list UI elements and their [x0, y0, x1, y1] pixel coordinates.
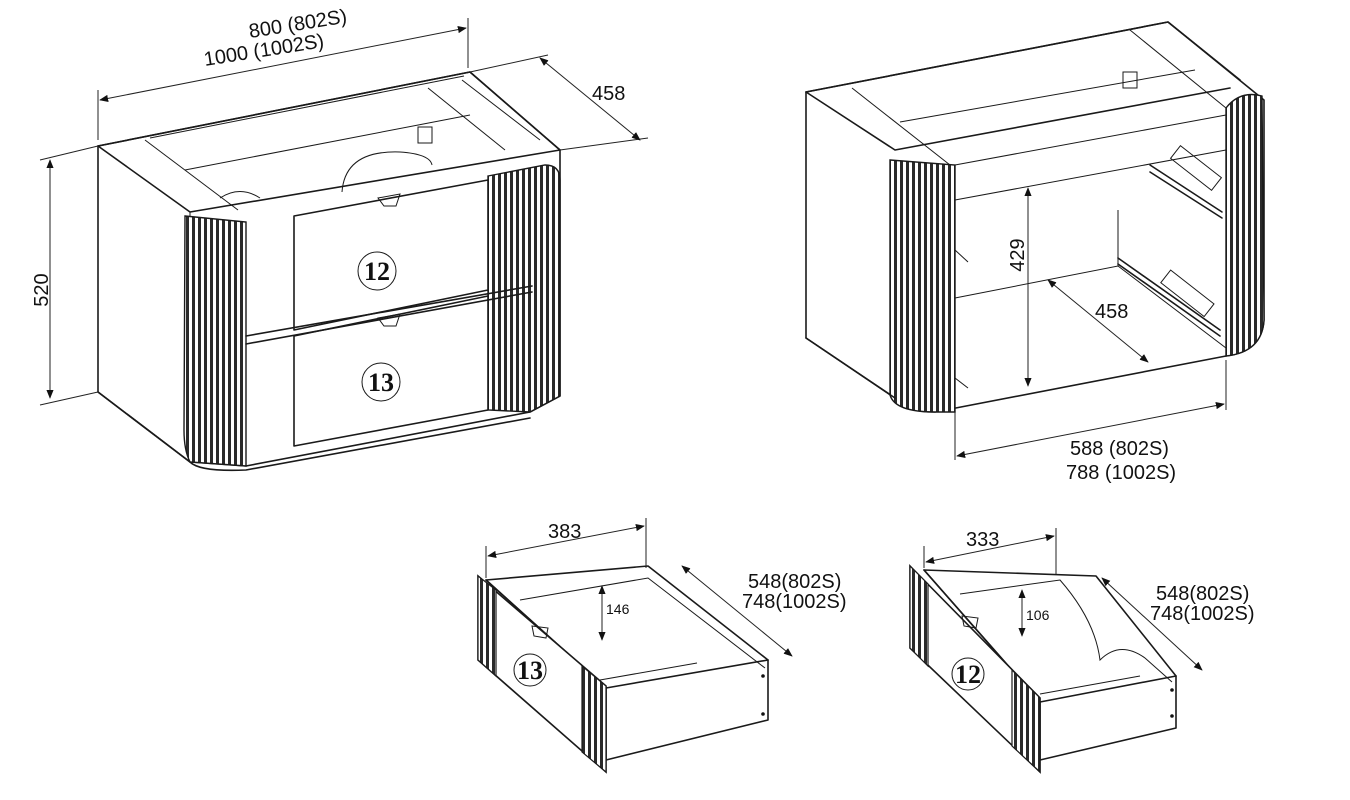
- inner-width-label-1002s: 788 (1002S): [1066, 462, 1176, 484]
- cabinet-front-view: 12 13: [97, 71, 561, 472]
- interior-depth-dimension: 458: [1047, 279, 1149, 363]
- part-number-top-drawer: 12: [364, 257, 390, 286]
- drawer-12-detail: 12: [909, 564, 1177, 774]
- height-label: 520: [31, 273, 53, 306]
- depth-label: 458: [592, 83, 625, 105]
- drawer-13-length-1002s: 748(1002S): [742, 591, 847, 613]
- drawer-13-width-label: 383: [548, 521, 581, 543]
- drawer-13-detail: 13: [477, 565, 769, 774]
- drawer-13-height-label: 146: [606, 601, 630, 617]
- part-number-bottom-drawer: 13: [368, 368, 394, 397]
- cabinet-depth-dimension: 458: [469, 54, 649, 151]
- cabinet-height-dimension: 520: [31, 145, 99, 406]
- interior-width-dimension: 588 (802S) 788 (1002S): [954, 360, 1227, 484]
- drawer-12-height-label: 106: [1026, 607, 1050, 623]
- drawer-12-dimensions: 333 106 548(802S) 748(1002S): [923, 528, 1255, 671]
- inner-depth-label: 458: [1095, 301, 1128, 323]
- drawer-13-number: 13: [517, 656, 543, 685]
- drawer-12-number: 12: [955, 660, 981, 689]
- drawer-13-length-802s: 548(802S): [748, 571, 841, 593]
- part-marker-13: [361, 362, 401, 402]
- interior-height-dimension: 429: [1007, 187, 1032, 387]
- part-marker-12: [357, 251, 397, 291]
- inner-width-label-802s: 588 (802S): [1070, 438, 1169, 460]
- cabinet-interior-view: [805, 21, 1265, 413]
- inner-height-label: 429: [1007, 238, 1029, 271]
- drawer-12-length-802s: 548(802S): [1156, 583, 1249, 605]
- drawer-13-dimensions: 383 146 548(802S) 748(1002S): [485, 518, 847, 657]
- drawer-12-width-label: 333: [966, 529, 999, 551]
- drawer-12-length-1002s: 748(1002S): [1150, 603, 1255, 625]
